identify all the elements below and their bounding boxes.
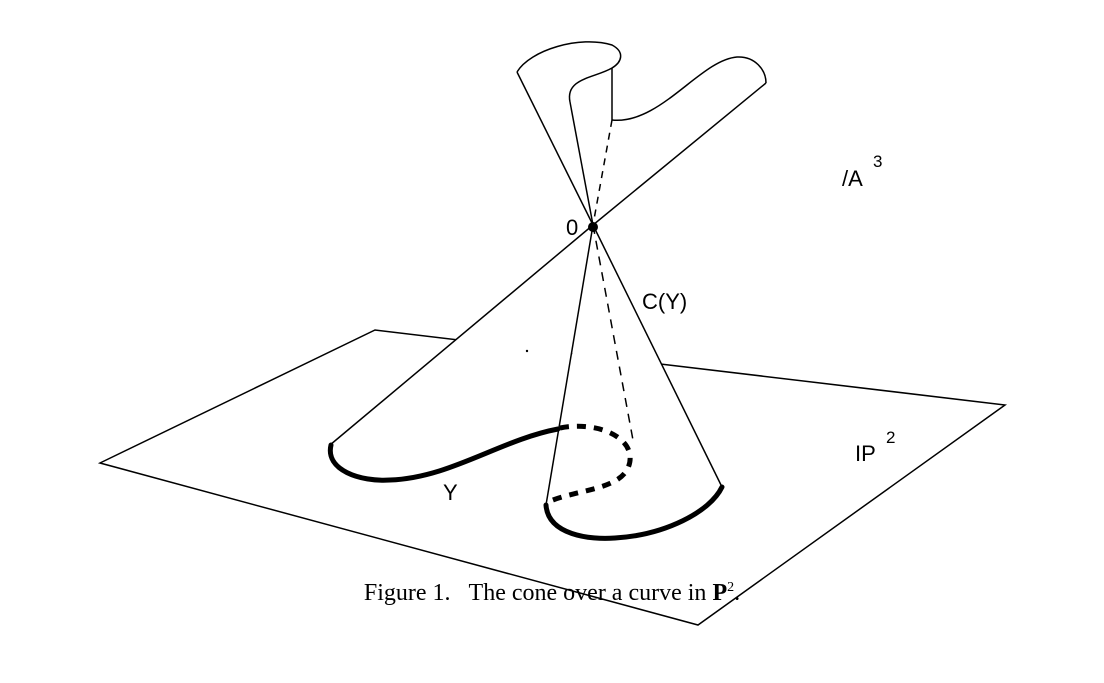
cone-label: C(Y) [642, 289, 687, 314]
caption-end: . [734, 580, 741, 606]
figure-caption: Figure 1. The cone over a curve in P2. [0, 580, 1104, 607]
lower-nappe [329, 224, 723, 506]
caption-symbol-exponent: 2 [727, 580, 735, 595]
affine-space-exponent: 3 [873, 152, 882, 171]
projective-plane-label: IP [855, 441, 876, 466]
curve-y [327, 423, 725, 541]
origin-point [588, 222, 598, 232]
upper-nappe [516, 41, 767, 226]
projective-plane-exponent: 2 [886, 428, 895, 447]
caption-symbol: P [712, 580, 728, 606]
curve-label: Y [443, 480, 458, 505]
caption-text: The cone over a curve in [468, 580, 707, 606]
projective-plane [97, 329, 1008, 626]
affine-space-label: /A [842, 166, 863, 191]
origin-label: 0 [566, 215, 578, 240]
caption-prefix: Figure 1. [363, 580, 451, 606]
